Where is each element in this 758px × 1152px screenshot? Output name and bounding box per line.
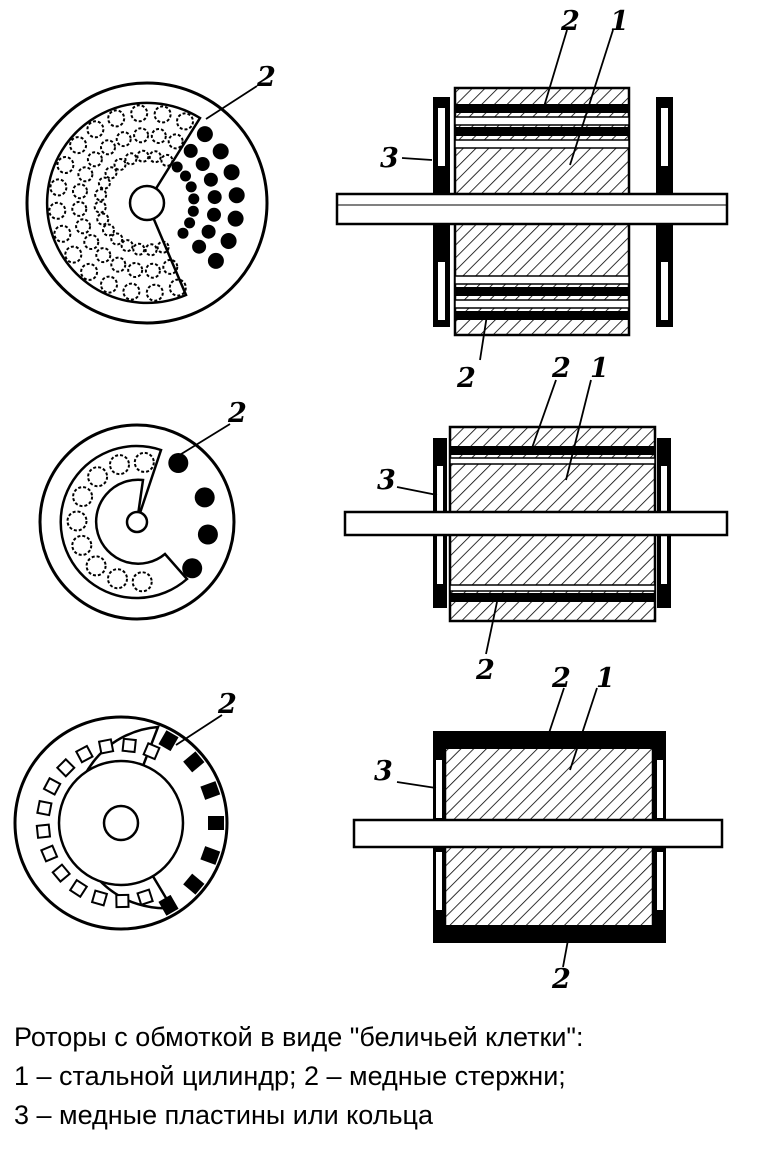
shaft (335, 192, 729, 226)
hollow-bar-slots (48, 104, 194, 302)
shaft-hole (128, 184, 166, 222)
callout-copper-bars: 2 (551, 663, 571, 694)
callout-copper-bars: 2 (227, 398, 247, 429)
rotor-2-side-view (343, 425, 729, 623)
copper-bar-cross-sections (168, 453, 218, 579)
callout-copper-rings: 3 (374, 756, 393, 787)
callout-copper-rings: 3 (380, 143, 399, 174)
rotor-1-side-view (335, 86, 729, 337)
shaft-hole (102, 804, 140, 842)
caption-title: Роторы с обмоткой в виде "беличьей клетк… (14, 1022, 584, 1052)
shaft (343, 510, 729, 537)
callout-steel-cylinder: 1 (590, 353, 609, 384)
caption-legend-line: 3 – медные пластины или кольца (14, 1100, 434, 1130)
open-slots (35, 737, 161, 909)
callout-copper-bars: 2 (560, 6, 580, 37)
callout-copper-bars: 2 (475, 655, 495, 686)
shaft-hole (125, 510, 149, 534)
copper-bar-cross-sections (158, 730, 224, 916)
callout-steel-cylinder: 1 (596, 663, 615, 694)
callout-copper-bars: 2 (456, 363, 476, 394)
callout-copper-bars: 2 (551, 964, 571, 995)
figure-caption: Роторы с обмоткой в виде "беличьей клетк… (14, 1018, 754, 1135)
rotor-2-cross-section (38, 423, 236, 621)
shaft (352, 818, 724, 849)
caption-legend-line: 1 – стальной цилиндр; 2 – медные стержни… (14, 1061, 566, 1091)
leader-lines (175, 29, 614, 968)
callout-copper-bars: 2 (551, 353, 571, 384)
callout-copper-rings: 3 (377, 465, 396, 496)
hollow-bar-slots (66, 451, 155, 593)
copper-bar-cross-sections (171, 126, 245, 269)
rotor-3-cross-section (13, 715, 229, 931)
callout-copper-bars: 2 (217, 689, 237, 720)
squirrel-cage-rotors-figure: 2 2 1 3 2 2 2 1 3 2 2 2 1 3 2 (13, 6, 729, 995)
rotor-1-cross-section (25, 81, 269, 325)
copper-bar (433, 731, 666, 749)
callout-steel-cylinder: 1 (610, 6, 629, 37)
callout-copper-bars: 2 (256, 62, 276, 93)
rotor-3-side-view (352, 731, 724, 943)
copper-bar (455, 104, 629, 113)
